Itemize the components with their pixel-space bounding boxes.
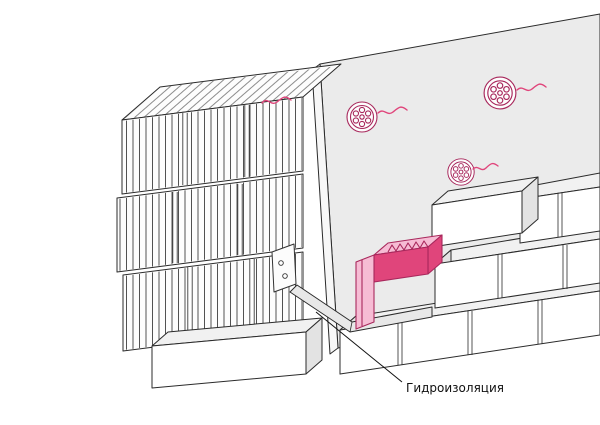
- brick-front: [151, 331, 307, 389]
- block-seams: [172, 105, 255, 341]
- brick-course-front: [434, 238, 600, 309]
- anchor-tie-squiggle-icon: [472, 162, 499, 171]
- panel-left-edge: [311, 63, 339, 355]
- anchor-disc-icon: [346, 101, 378, 133]
- bracket-serration: [387, 240, 429, 253]
- anchor-tie-squiggle-icon: [261, 96, 292, 104]
- block-course-hatch: [118, 175, 302, 271]
- anchor-disc-icon: [447, 158, 475, 186]
- leader-line: [315, 311, 403, 383]
- mortar-joints: [397, 193, 568, 365]
- waterproofing-label: Гидроизоляция: [406, 381, 504, 395]
- membrane-fold: [349, 321, 353, 333]
- panel-anchors: [346, 76, 547, 186]
- anchor-disc-icon: [483, 76, 517, 110]
- waterproofing-membrane: [289, 284, 433, 333]
- fixing-plate-hole: [282, 273, 288, 279]
- fixing-plate-body: [271, 243, 297, 293]
- bracket-vertical-plate: [355, 254, 375, 330]
- loose-brick-front: [431, 190, 523, 248]
- hollow-block-wall: [116, 63, 342, 352]
- brick-course-front: [339, 290, 600, 375]
- block-top-cores: [124, 66, 338, 119]
- anchor-tie-squiggle-icon: [377, 106, 408, 115]
- anchor-tie-squiggle-icon: [516, 83, 547, 92]
- fixing-plate-hole: [278, 260, 284, 266]
- block-course-hatch: [123, 98, 302, 193]
- starter-profile-bracket: [355, 234, 443, 330]
- fixing-plate: [271, 243, 297, 293]
